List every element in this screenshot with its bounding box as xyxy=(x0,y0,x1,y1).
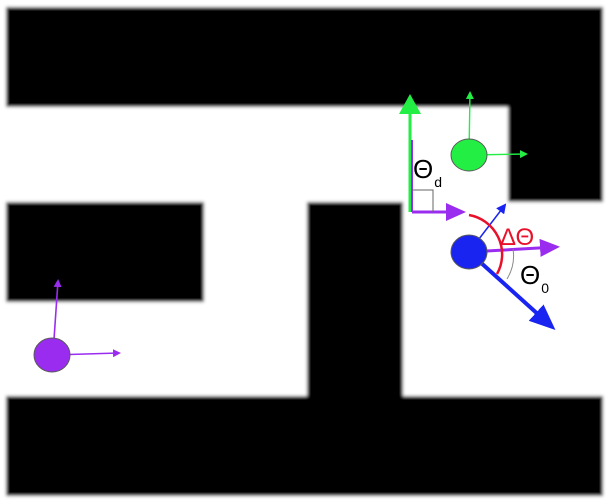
wall-left-block xyxy=(6,202,204,302)
wall-center-pillar xyxy=(307,202,403,402)
delta-theta-label: ΔΘ xyxy=(500,224,534,251)
theta-d-label: Θd xyxy=(413,154,442,190)
theta-0-label: Θ0 xyxy=(520,260,549,296)
wall-top-right xyxy=(508,100,603,202)
start-robot-circle-icon xyxy=(33,337,71,373)
wall-top xyxy=(6,7,603,107)
theta-0-arc xyxy=(506,248,515,280)
theta-d-symbol: Θ xyxy=(413,154,433,184)
theta-0-subscript: 0 xyxy=(541,280,549,296)
theta-0-symbol: Θ xyxy=(520,260,540,290)
right-angle-mark xyxy=(411,189,434,212)
delta-theta-arc xyxy=(468,213,504,275)
current-heading-arrow xyxy=(467,250,556,331)
wall-bottom xyxy=(6,396,603,496)
goal-robot-circle-icon xyxy=(450,138,488,172)
current-robot-group xyxy=(450,203,560,331)
current-robot-circle-icon xyxy=(450,234,488,270)
goal-robot-group xyxy=(450,91,528,172)
desired-frame xyxy=(399,94,466,221)
theta-d-subscript: d xyxy=(434,174,442,190)
start-robot-group xyxy=(33,279,121,373)
